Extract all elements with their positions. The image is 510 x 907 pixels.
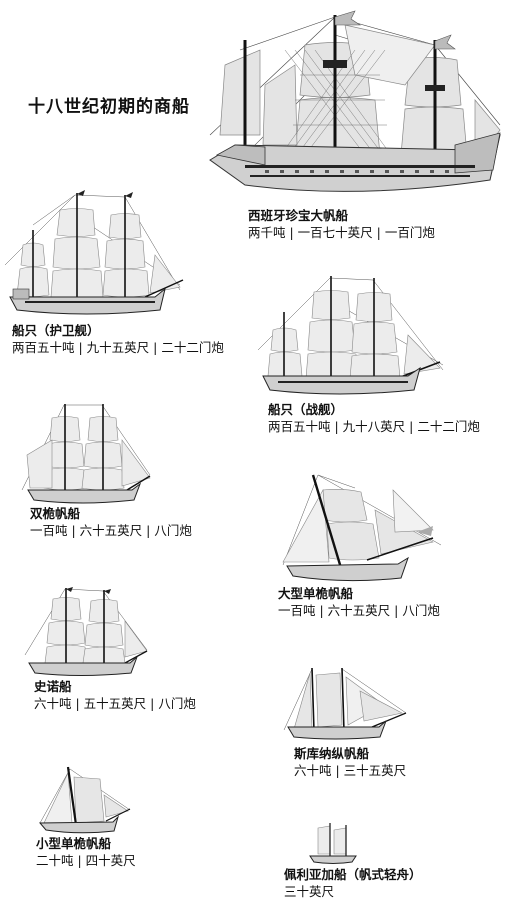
ship-specs: 一百吨 | 六十五英尺 | 八门炮 <box>30 523 192 538</box>
ship-specs: 两百五十吨 | 九十八英尺 | 二十二门炮 <box>268 419 480 434</box>
ship-name: 小型单桅帆船 <box>36 836 112 851</box>
ship-caption-brigantine: 双桅帆船 一百吨 | 六十五英尺 | 八门炮 <box>30 505 192 540</box>
ship-specs: 一百吨 | 六十五英尺 | 八门炮 <box>278 603 440 618</box>
ship-caption-schooner: 斯库纳纵帆船 六十吨 | 三十五英尺 <box>294 745 406 780</box>
sloop-large-illustration <box>282 470 443 585</box>
frigate-escort-illustration <box>4 185 185 320</box>
page-title: 十八世纪初期的商船 <box>28 97 190 117</box>
ship-caption-snow: 史诺船 六十吨 | 五十五英尺 | 八门炮 <box>34 678 196 713</box>
ship-specs: 两百五十吨 | 九十五英尺 | 二十二门炮 <box>12 340 224 355</box>
ship-specs: 三十英尺 <box>284 884 335 899</box>
schooner-illustration <box>283 665 409 743</box>
ship-name: 船只（护卫舰） <box>12 323 100 338</box>
galleon-illustration <box>205 5 505 210</box>
ship-specs: 六十吨 | 五十五英尺 | 八门炮 <box>34 696 196 711</box>
ship-name: 佩利亚加船（帆式轻舟） <box>284 867 422 882</box>
ship-name: 斯库纳纵帆船 <box>294 746 370 761</box>
ship-caption-periagua: 佩利亚加船（帆式轻舟） 三十英尺 <box>284 866 422 901</box>
ship-caption-galleon: 西班牙珍宝大帆船 两千吨 | 一百七十英尺 | 一百门炮 <box>248 207 435 242</box>
brigantine-illustration <box>21 400 152 505</box>
ship-name: 西班牙珍宝大帆船 <box>248 208 349 223</box>
sloop-small-illustration <box>38 765 133 835</box>
ship-caption-frigate-war: 船只（战舰） 两百五十吨 | 九十八英尺 | 二十二门炮 <box>268 401 480 436</box>
ship-name: 史诺船 <box>34 679 72 694</box>
periagua-illustration <box>308 820 358 865</box>
ship-caption-sloop-small: 小型单桅帆船 二十吨 | 四十英尺 <box>36 835 136 870</box>
ship-caption-frigate-escort: 船只（护卫舰） 两百五十吨 | 九十五英尺 | 二十二门炮 <box>12 322 224 357</box>
ship-name: 大型单桅帆船 <box>278 586 354 601</box>
ship-specs: 两千吨 | 一百七十英尺 | 一百门炮 <box>248 225 435 240</box>
ship-name: 船只（战舰） <box>268 402 344 417</box>
frigate-war-illustration <box>257 270 448 400</box>
ship-name: 双桅帆船 <box>30 506 81 521</box>
snow-illustration <box>24 585 150 677</box>
ship-specs: 二十吨 | 四十英尺 <box>36 853 136 868</box>
ship-specs: 六十吨 | 三十五英尺 <box>294 763 407 778</box>
ship-caption-sloop-large: 大型单桅帆船 一百吨 | 六十五英尺 | 八门炮 <box>278 585 440 620</box>
